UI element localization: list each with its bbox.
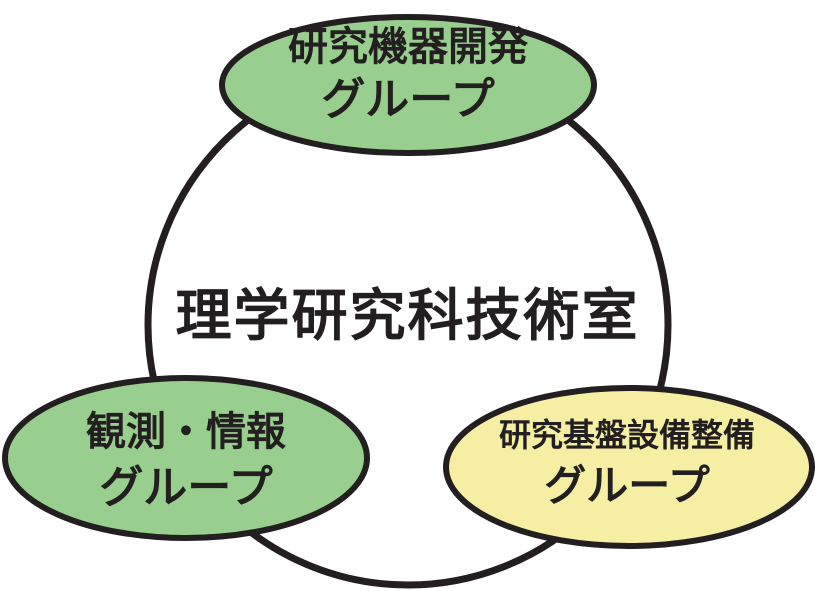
group-name: 観測・情報	[86, 409, 286, 455]
center-title: 理学研究科技術室	[175, 284, 640, 349]
group-name: 研究機器開発	[288, 24, 528, 70]
group-label-research-infrastructure: 研究基盤設備整備 グループ	[442, 412, 812, 514]
group-label-observation-information: 観測・情報 グループ	[0, 405, 372, 517]
group-ellipse-research-infrastructure	[443, 385, 815, 549]
group-label-research-equipment: 研究機器開発 グループ	[218, 22, 598, 128]
group-ellipse-observation-information	[2, 375, 370, 541]
group-suffix: グループ	[321, 74, 495, 125]
group-suffix: グループ	[544, 461, 710, 510]
group-ellipse-research-equipment	[219, 14, 597, 156]
group-name: 研究基盤設備整備	[498, 416, 755, 454]
group-suffix: グループ	[99, 462, 273, 513]
